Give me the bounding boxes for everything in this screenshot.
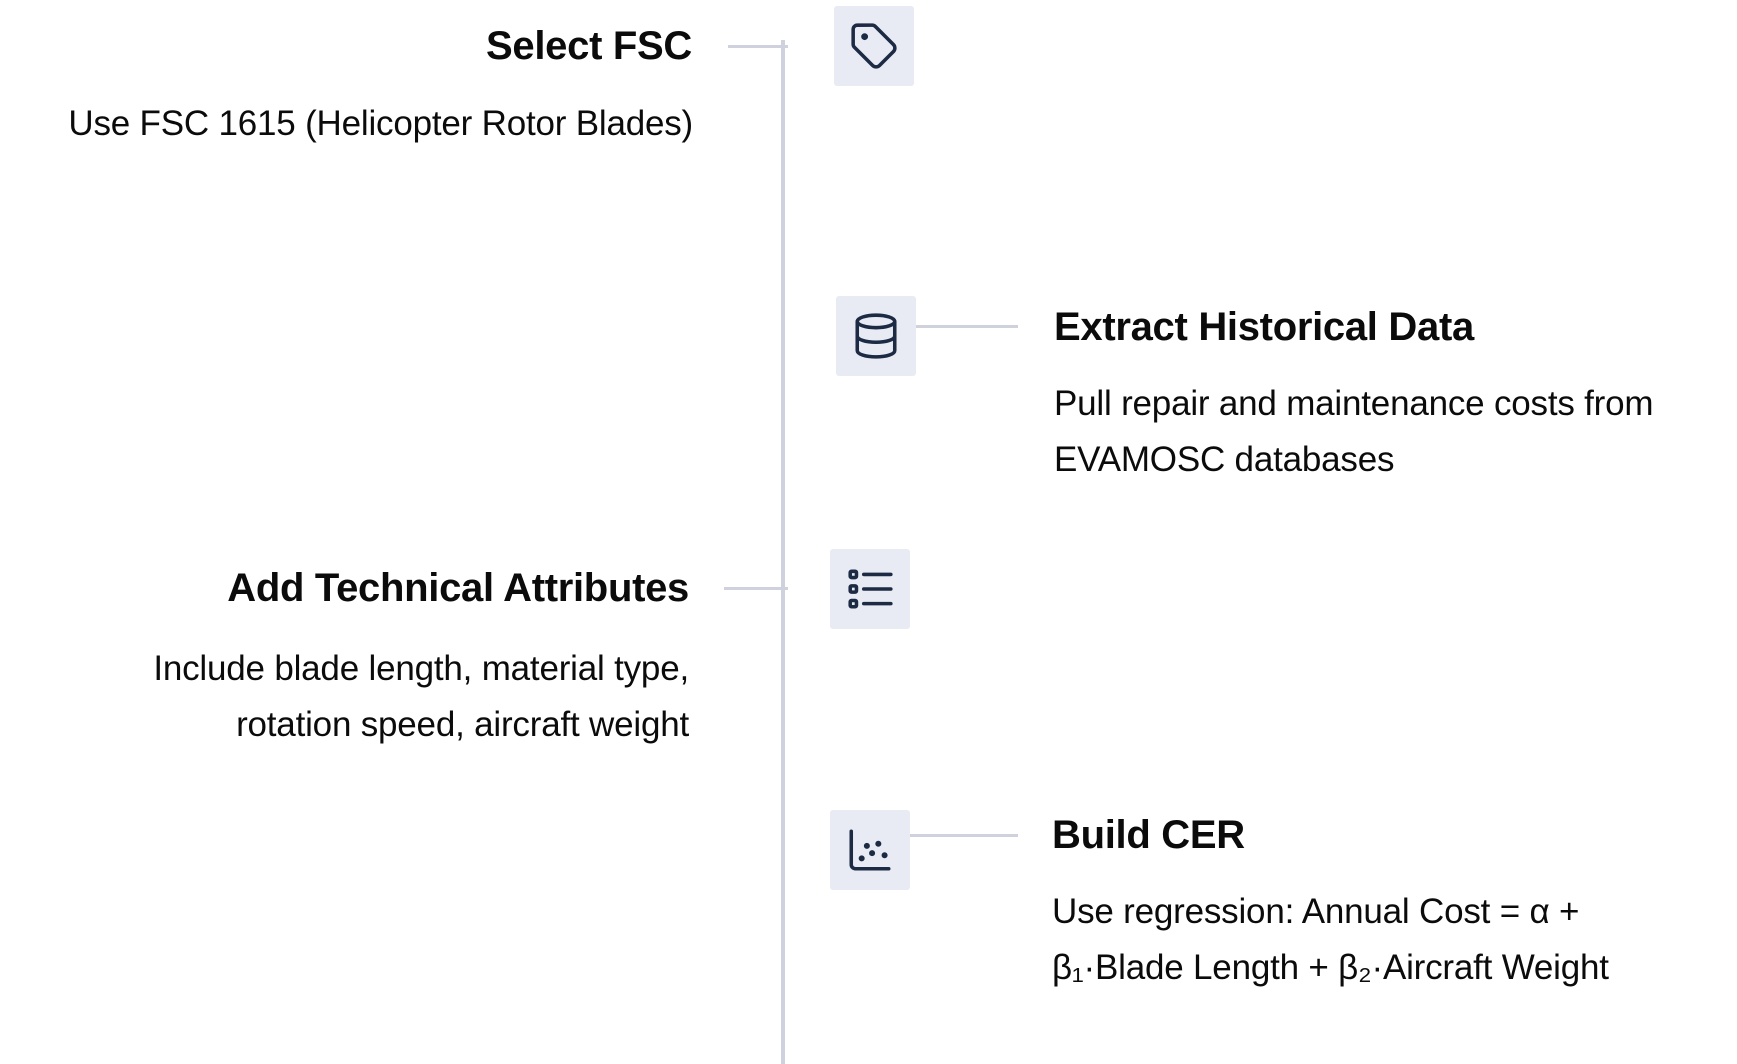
step-icon-box xyxy=(830,549,910,629)
step-connector xyxy=(728,45,788,48)
step-icon-box xyxy=(836,296,916,376)
step-description-line: Include blade length, material type, xyxy=(153,649,689,688)
step-description-line: Pull repair and maintenance costs from xyxy=(1054,384,1654,423)
step-title: Select FSC xyxy=(486,24,692,68)
database-icon xyxy=(855,313,897,359)
step-title: Extract Historical Data xyxy=(1054,305,1474,349)
scatter-chart-icon xyxy=(849,829,891,871)
step-description-line: EVAMOSC databases xyxy=(1054,440,1395,479)
step-connector xyxy=(908,834,1018,837)
step-title: Build CER xyxy=(1052,813,1245,857)
step-connector xyxy=(912,325,1018,328)
step-description-line: β₁·Blade Length + β₂·Aircraft Weight xyxy=(1052,948,1609,987)
step-icon-box xyxy=(830,810,910,890)
step-description-line: rotation speed, aircraft weight xyxy=(236,705,689,744)
step-description: Pull repair and maintenance costs from E… xyxy=(1054,376,1654,488)
timeline-spine xyxy=(781,40,785,1064)
list-icon xyxy=(848,569,893,609)
step-title: Add Technical Attributes xyxy=(227,566,689,610)
step-description: Use regression: Annual Cost = α + β₁·Bla… xyxy=(1052,884,1609,996)
step-description: Use FSC 1615 (Helicopter Rotor Blades) xyxy=(68,104,693,143)
step-description: Include blade length, material type, rot… xyxy=(153,641,689,753)
step-description-line: Use regression: Annual Cost = α + xyxy=(1052,892,1580,931)
step-icon-box xyxy=(834,6,914,86)
tag-icon xyxy=(851,23,897,69)
step-connector xyxy=(724,587,788,590)
